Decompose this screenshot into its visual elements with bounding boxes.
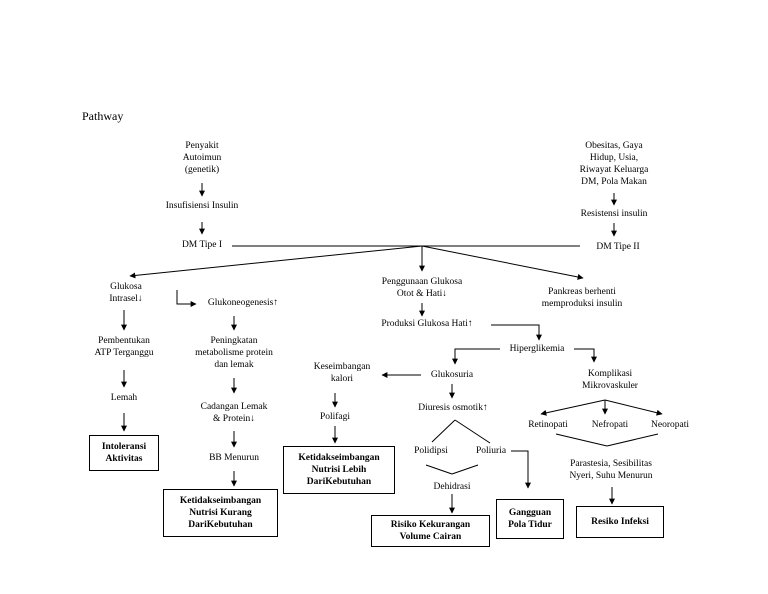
node-penyakit-autoimun: Penyakit Autoimun (genetik) <box>182 141 222 175</box>
node-produksi-glukosa-hati: Produksi Glukosa Hati↑ <box>381 319 473 329</box>
node-obesitas: Obesitas, Gaya Hidup, Usia, Riwayat Kelu… <box>579 141 649 187</box>
page-title: Pathway <box>82 109 124 123</box>
node-dm-tipe-2: DM Tipe II <box>596 242 640 252</box>
node-hiperglikemia: Hiperglikemia <box>509 344 565 354</box>
node-dehidrasi: Dehidrasi <box>433 482 471 492</box>
node-lemah: Lemah <box>110 393 138 403</box>
node-resistensi-insulin: Resistensi insulin <box>580 209 648 219</box>
node-glukoneogenesis: Glukoneogenesis↑ <box>207 298 279 308</box>
node-polidipsi: Polidipsi <box>414 446 448 456</box>
node-insufisiensi-insulin: Insufisiensi Insulin <box>165 201 239 211</box>
node-pankreas: Pankreas berhenti memproduksi insulin <box>541 287 623 309</box>
node-bb-menurun: BB Menurun <box>209 453 259 463</box>
node-poliuria: Poliuria <box>475 446 507 456</box>
node-nefropati: Nefropati <box>591 420 629 430</box>
node-glukosa-intrasel: Glukosa Intrasel↓ <box>109 282 143 304</box>
node-dm-tipe-1: DM Tipe I <box>181 240 223 250</box>
box-nutrisi-lebih: Ketidakseimbangan Nutrisi Lebih DariKebu… <box>283 446 395 494</box>
box-nutrisi-kurang: Ketidakseimbangan Nutrisi Kurang DariKeb… <box>163 489 278 537</box>
box-resiko-infeksi: Resiko Infeksi <box>576 506 664 538</box>
node-pembentukan-atp: Pembentukan ATP Terganggu <box>94 336 154 358</box>
node-diuresis-osmotik: Diuresis osmotik↑ <box>418 403 488 413</box>
box-intoleransi-aktivitas: Intoleransi Aktivitas <box>89 435 159 471</box>
box-gangguan-pola-tidur: Gangguan Pola Tidur <box>496 499 564 539</box>
node-penggunaan-glukosa: Penggunaan Glukosa Otot & Hati↓ <box>381 277 463 299</box>
node-neoropati: Neoropati <box>651 420 689 430</box>
node-polifagi: Polifagi <box>319 412 351 422</box>
node-glukosuria: Glukosuria <box>430 370 474 380</box>
node-cadangan-lemak: Cadangan Lemak & Protein↓ <box>200 402 268 424</box>
node-keseimbangan-kalori: Keseimbangan kalori <box>313 362 371 384</box>
node-peningkatan-metabolisme: Peningkatan metabolisme protein dan lema… <box>195 336 273 370</box>
node-parastesia: Parastesia, Sesibilitas Nyeri, Suhu Menu… <box>569 459 653 481</box>
node-retinopati: Retinopati <box>528 420 568 430</box>
node-komplikasi-mikrovaskuler: Komplikasi Mikrovaskuler <box>582 369 638 391</box>
box-risiko-kekurangan-cairan: Risiko Kekurangan Volume Cairan <box>371 515 490 547</box>
